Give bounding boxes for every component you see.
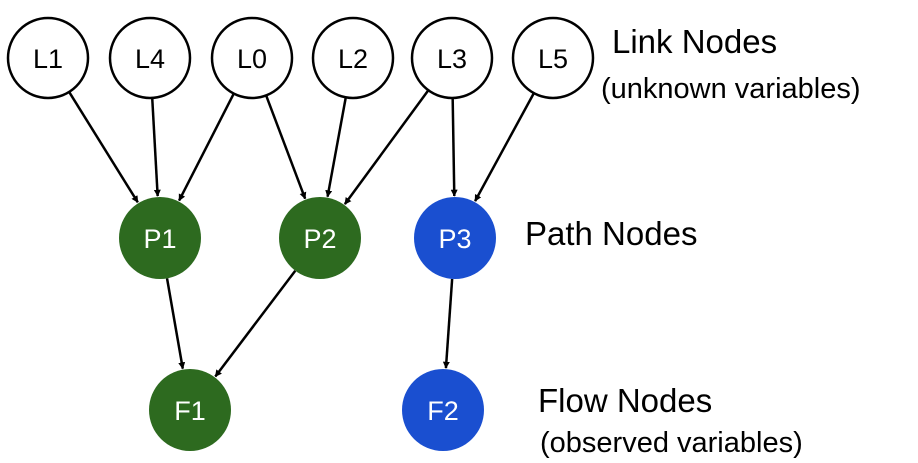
edge-l1-to-p1	[68, 91, 139, 204]
edge-l3-to-p3	[450, 97, 458, 197]
node-l0: L0	[210, 16, 294, 100]
edge-p3-to-f2	[442, 278, 454, 369]
node-p3: P3	[414, 197, 496, 279]
node-l3-circle	[410, 16, 494, 100]
node-f1-circle	[149, 369, 231, 451]
node-l1: L1	[6, 16, 90, 100]
edge-l2-to-p2	[325, 97, 348, 198]
node-l2: L2	[311, 16, 395, 100]
node-l4-circle	[108, 16, 192, 100]
node-l3-label: L3	[437, 44, 467, 74]
path-nodes-title: Path Nodes	[525, 215, 697, 252]
edges	[68, 89, 535, 378]
node-f1: F1	[149, 369, 231, 451]
node-l5-label: L5	[538, 44, 568, 74]
node-l5-circle	[511, 16, 595, 100]
node-f1-label: F1	[174, 396, 206, 426]
edge-l0-to-p2	[264, 94, 307, 200]
node-f2-circle	[402, 369, 484, 451]
edge-l5-to-p3	[473, 92, 535, 202]
node-l2-circle	[311, 16, 395, 100]
flow-nodes-subtitle: (observed variables)	[540, 427, 803, 459]
edge-p2-to-f1	[214, 269, 297, 378]
node-l5: L5	[511, 16, 595, 100]
node-p2-label: P2	[303, 224, 336, 254]
node-p3-label: P3	[438, 224, 471, 254]
link-nodes-subtitle: (unknown variables)	[601, 73, 861, 105]
node-l4: L4	[108, 16, 192, 100]
node-p1-label: P1	[143, 224, 176, 254]
edge-p1-to-f1	[165, 278, 186, 370]
node-p1: P1	[119, 197, 201, 279]
node-p3-circle	[414, 197, 496, 279]
node-f2: F2	[402, 369, 484, 451]
edge-l0-to-p1	[178, 93, 235, 202]
node-p1-circle	[119, 197, 201, 279]
flow-nodes-title: Flow Nodes	[538, 382, 712, 419]
node-l0-label: L0	[237, 44, 267, 74]
node-p2: P2	[279, 197, 361, 279]
link-nodes-title: Link Nodes	[612, 23, 777, 60]
edge-l3-to-p2	[343, 89, 430, 205]
node-p2-circle	[279, 197, 361, 279]
node-l2-label: L2	[338, 44, 368, 74]
node-l0-circle	[210, 16, 294, 100]
node-l3: L3	[410, 16, 494, 100]
node-l1-circle	[6, 16, 90, 100]
edge-l4-to-p1	[150, 97, 161, 197]
node-l1-label: L1	[33, 44, 63, 74]
node-l4-label: L4	[135, 44, 165, 74]
node-f2-label: F2	[427, 396, 459, 426]
